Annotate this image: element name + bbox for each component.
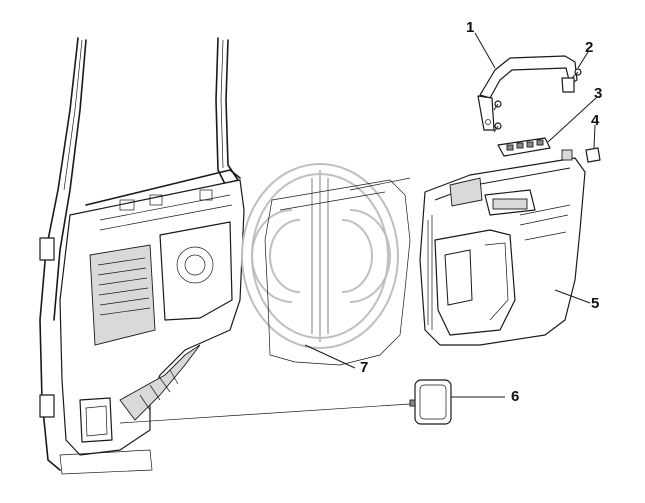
callout-5: 5	[591, 295, 600, 312]
callout-2: 2	[585, 39, 594, 56]
grab-handle-icon	[477, 55, 578, 131]
callout-3: 3	[594, 85, 603, 102]
window-switch-panel-icon	[497, 137, 551, 157]
vapor-barrier-sheet-icon	[264, 179, 411, 366]
brand-logo-watermark	[241, 163, 399, 349]
door-trim-panel-icon	[419, 157, 586, 346]
leader-lines	[119, 32, 597, 424]
screw-icon	[493, 68, 582, 133]
callout-7: 7	[360, 359, 369, 376]
access-cover-icon	[409, 379, 452, 425]
callout-4: 4	[591, 112, 600, 129]
callout-6: 6	[511, 388, 520, 405]
door-frame-drawing	[39, 37, 245, 475]
plug-cap-icon	[561, 147, 601, 163]
callout-1: 1	[466, 19, 475, 36]
